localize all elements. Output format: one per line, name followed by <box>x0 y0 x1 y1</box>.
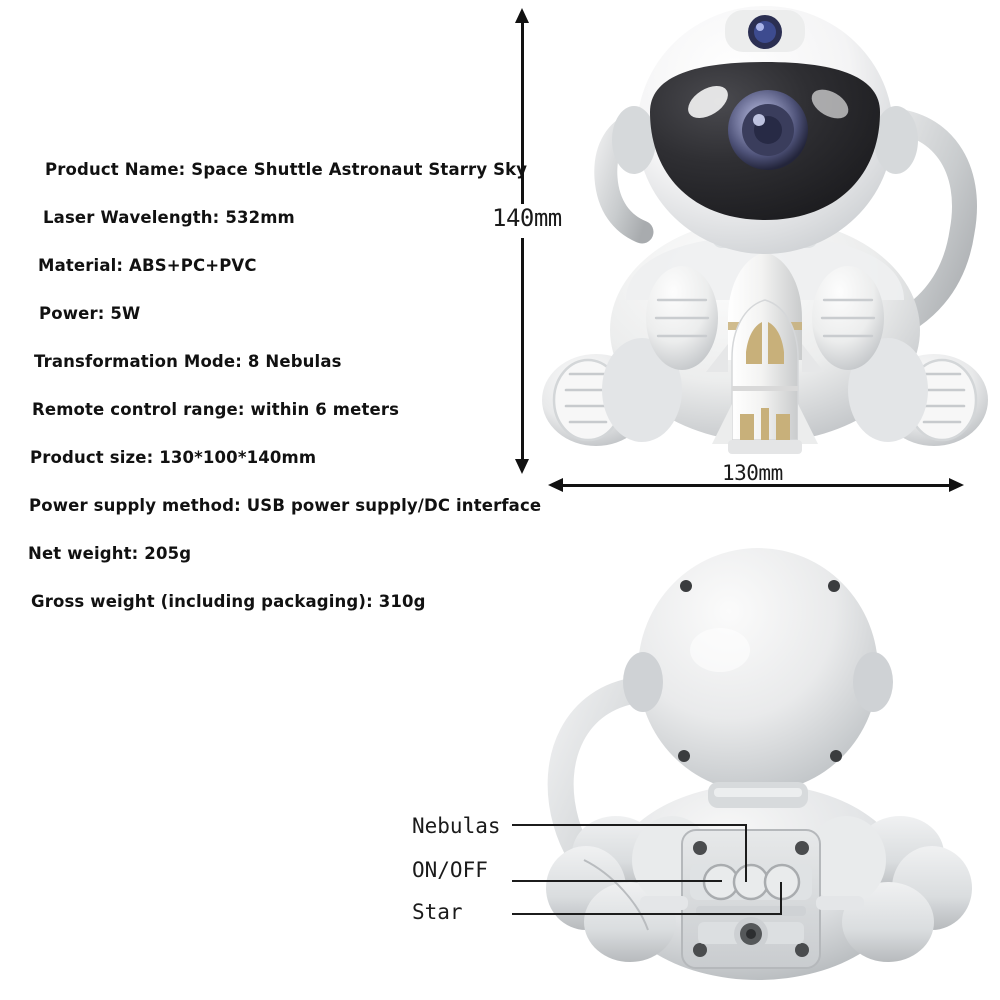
helmet-front <box>612 6 918 254</box>
ear-knob-left-rear <box>623 652 663 712</box>
spec-product-size: Product size: 130*100*140mm <box>30 448 317 467</box>
callout-label-nebulas: Nebulas <box>412 814 501 838</box>
spec-power-supply-method: Power supply method: USB power supply/DC… <box>29 496 542 515</box>
ear-knob-right-rear <box>853 652 893 712</box>
height-dimension-arrow <box>515 8 529 474</box>
button-star <box>763 863 801 901</box>
hand-left <box>646 266 718 370</box>
spec-product-name: Product Name: Space Shuttle Astronaut St… <box>45 160 528 179</box>
button-nebulas <box>732 863 770 901</box>
ear-knob-right <box>874 106 918 174</box>
rocket-front <box>712 299 818 454</box>
leader-on-off-horizontal <box>512 880 722 882</box>
strap-right <box>816 896 864 910</box>
width-dimension-arrow <box>548 478 964 492</box>
astronaut-front-illustration <box>542 6 988 454</box>
spec-gross-weight: Gross weight (including packaging): 310g <box>31 592 426 611</box>
leader-star-vertical <box>780 882 782 915</box>
arrow-head-right <box>949 478 964 492</box>
spec-transformation-mode: Transformation Mode: 8 Nebulas <box>34 352 342 371</box>
boot-right <box>848 338 988 446</box>
limb-group-right <box>806 816 972 962</box>
strap-left <box>640 896 688 910</box>
width-dimension-label: 130mm <box>722 461 783 485</box>
arrow-head-down <box>515 459 529 474</box>
spec-remote-control-range: Remote control range: within 6 meters <box>32 400 400 419</box>
control-panel <box>681 829 821 969</box>
specification-list: Product Name: Space Shuttle Astronaut St… <box>28 146 548 626</box>
spec-laser-wavelength: Laser Wavelength: 532mm <box>43 208 295 227</box>
spec-material: Material: ABS+PC+PVC <box>38 256 257 275</box>
astronaut-rear-illustration <box>546 548 972 980</box>
leader-nebulas-horizontal <box>512 824 747 826</box>
arrow-head-left <box>548 478 563 492</box>
arrow-head-up <box>515 8 529 23</box>
callout-label-star: Star <box>412 900 463 924</box>
arm-tube-right <box>869 107 977 343</box>
panel-screws <box>693 841 809 957</box>
helmet-screws <box>678 580 842 762</box>
hand-right <box>812 266 884 370</box>
boot-left <box>542 338 682 446</box>
height-dimension-label: 140mm <box>492 204 562 232</box>
ear-knob-left <box>612 106 656 174</box>
callout-label-on-off: ON/OFF <box>412 858 488 882</box>
helmet-rear <box>623 548 893 808</box>
leader-nebulas-vertical <box>745 824 747 882</box>
spec-net-weight: Net weight: 205g <box>28 544 192 563</box>
spec-power: Power: 5W <box>39 304 141 323</box>
leader-star-horizontal <box>512 913 781 915</box>
